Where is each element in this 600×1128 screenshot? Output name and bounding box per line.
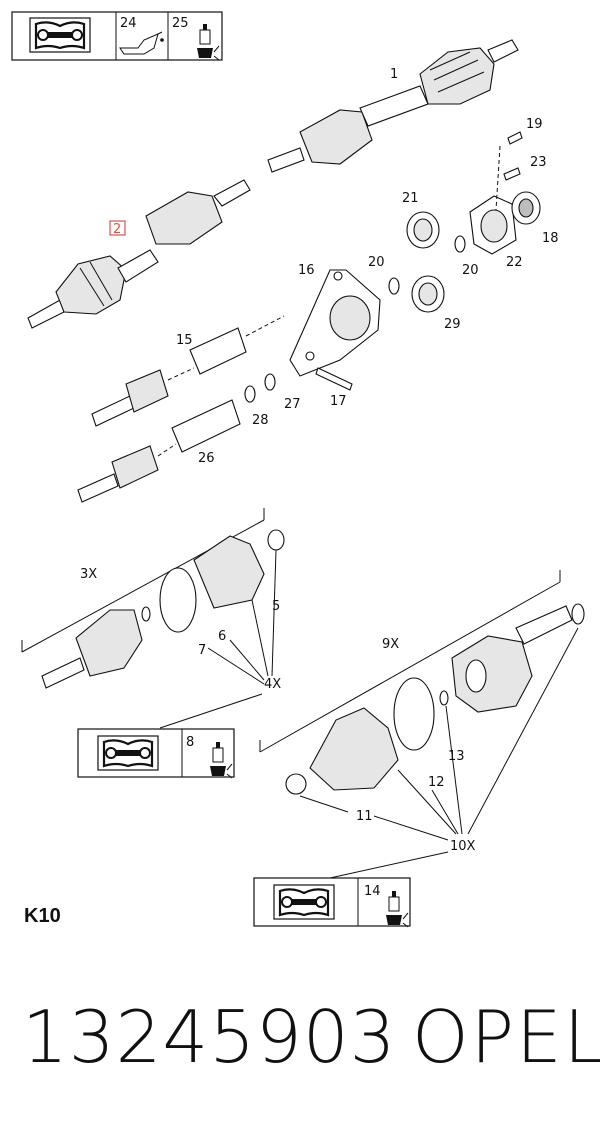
callout-27: 27: [284, 397, 301, 412]
callout-17: 17: [330, 394, 347, 409]
callout-19: 19: [526, 117, 543, 132]
legend-item-14: 14: [364, 884, 381, 899]
bearing-housing-22: [469, 195, 517, 255]
intermediate-shaft-15: [91, 315, 285, 427]
callout-23: 23: [530, 155, 547, 170]
callout-29: 29: [444, 317, 461, 332]
legend-box-top: 24 25: [11, 11, 223, 61]
legend-box-mid: 8: [77, 728, 235, 779]
callout-16: 16: [298, 263, 315, 278]
callout-18: 18: [542, 231, 559, 246]
callout-20a: 20: [368, 255, 385, 270]
bolt-23: [503, 167, 521, 181]
outer-joint-kit: [21, 508, 285, 689]
bearing-bracket-16: [289, 269, 381, 391]
inner-joint-kit: [259, 570, 585, 795]
highlight-box-2: [109, 220, 126, 236]
callout-22: 22: [506, 255, 523, 270]
brand-name: OPEL: [412, 995, 600, 1079]
callout-4x: 4X: [264, 677, 281, 692]
callout-15: 15: [176, 333, 193, 348]
legend-item-24: 24: [120, 16, 137, 31]
legend-item-8: 8: [186, 735, 194, 750]
legend-item-25: 25: [172, 16, 189, 31]
drive-shaft-right: [267, 39, 519, 173]
callout-13: 13: [448, 749, 465, 764]
callout-9x: 9X: [382, 637, 399, 652]
snap-ring-20a: [388, 277, 400, 295]
manual-book-icon: [272, 883, 336, 921]
callout-7: 7: [198, 643, 206, 658]
snap-ring-20b: [454, 235, 466, 253]
callout-5: 5: [272, 599, 280, 614]
manual-book-icon: [96, 734, 160, 772]
callout-6: 6: [218, 629, 226, 644]
bearing-21: [406, 211, 440, 249]
callout-28: 28: [252, 413, 269, 428]
callout-3x: 3X: [80, 567, 97, 582]
ring-28: [244, 385, 256, 403]
manual-book-icon: [28, 16, 92, 54]
seal-18: [511, 191, 541, 225]
callout-20b: 20: [462, 263, 479, 278]
callout-11: 11: [356, 809, 373, 824]
callout-21: 21: [402, 191, 419, 206]
legend-box-bottom: 14: [253, 877, 411, 928]
drive-shaft-left: [27, 179, 251, 329]
callout-2: 2: [113, 222, 121, 237]
part-number: 13245903: [22, 995, 397, 1079]
callout-1: 1: [390, 67, 398, 82]
bearing-29: [411, 275, 445, 313]
ring-27: [264, 373, 276, 391]
callout-12: 12: [428, 775, 445, 790]
section-code: K10: [24, 905, 61, 927]
intermediate-shaft-26: [77, 399, 241, 503]
bolt-19: [495, 131, 523, 211]
callout-10x: 10X: [450, 839, 476, 854]
callout-26: 26: [198, 451, 215, 466]
